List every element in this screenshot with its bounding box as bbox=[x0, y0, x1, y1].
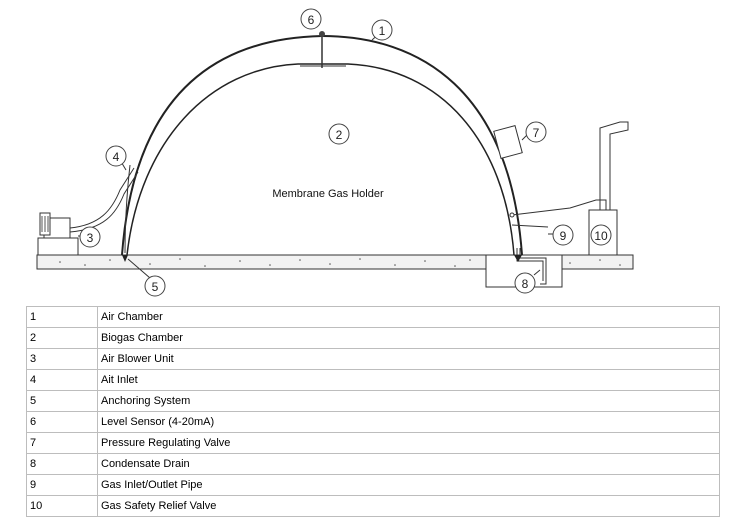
callout-number: 3 bbox=[87, 231, 94, 245]
callout-circle bbox=[79, 226, 101, 248]
legend-label: Condensate Drain bbox=[97, 453, 720, 475]
callout-number: 2 bbox=[336, 128, 343, 142]
callout-5: 5 bbox=[144, 275, 166, 297]
legend-label: Pressure Regulating Valve bbox=[97, 432, 720, 454]
gas-pipe-lower bbox=[511, 224, 549, 228]
callout-4: 4 bbox=[105, 145, 127, 167]
callout-circle bbox=[144, 275, 166, 297]
slab-texture bbox=[59, 258, 621, 267]
callout-number: 9 bbox=[560, 229, 567, 243]
callout-10: 10 bbox=[590, 224, 612, 246]
callout-number: 1 bbox=[379, 24, 386, 38]
legend-number: 2 bbox=[26, 327, 98, 349]
callout-circle bbox=[300, 8, 322, 30]
callout-circle bbox=[525, 121, 547, 143]
callout-3: 3 bbox=[79, 226, 101, 248]
outer-membrane bbox=[121, 34, 523, 256]
anchor-right bbox=[514, 255, 522, 262]
drain-pipe bbox=[519, 248, 547, 285]
legend-label: Air Chamber bbox=[97, 306, 720, 328]
legend-number: 9 bbox=[26, 474, 98, 496]
membrane-gas-holder-diagram: Membrane Gas Holder 6 1 2 7 4 3 5 9 10 8 bbox=[36, 8, 634, 297]
callout-number: 7 bbox=[533, 126, 540, 140]
legend-label: Biogas Chamber bbox=[97, 327, 720, 349]
gas-pipe-end bbox=[509, 212, 515, 218]
legend-label: Air Blower Unit bbox=[97, 348, 720, 370]
callout-number: 8 bbox=[522, 277, 529, 291]
legend-label: Ait Inlet bbox=[97, 369, 720, 391]
center-label: Membrane Gas Holder bbox=[272, 188, 384, 200]
air-inlet-pipe bbox=[124, 164, 131, 254]
callout-number: 10 bbox=[594, 229, 608, 243]
leader-5 bbox=[127, 258, 151, 279]
legend-number: 6 bbox=[26, 411, 98, 433]
callout-circle bbox=[328, 123, 350, 145]
legend-number: 1 bbox=[26, 306, 98, 328]
concrete-slab bbox=[36, 254, 634, 270]
legend-label: Gas Safety Relief Valve bbox=[97, 495, 720, 517]
level-sensor-head bbox=[319, 31, 325, 37]
callout-1: 1 bbox=[371, 19, 393, 41]
callout-circle bbox=[105, 145, 127, 167]
legend-number: 10 bbox=[26, 495, 98, 517]
pressure-valve-box bbox=[493, 125, 523, 159]
legend-number: 4 bbox=[26, 369, 98, 391]
callout-circle bbox=[552, 224, 574, 246]
legend-label: Anchoring System bbox=[97, 390, 720, 412]
callout-9: 9 bbox=[552, 224, 574, 246]
drain-pipe-inner bbox=[516, 248, 544, 281]
air-blower-unit bbox=[37, 167, 139, 256]
leader-8 bbox=[533, 269, 541, 276]
callout-number: 5 bbox=[152, 280, 159, 294]
callout-8: 8 bbox=[514, 272, 536, 294]
anchor-left bbox=[122, 255, 128, 262]
callout-6: 6 bbox=[300, 8, 322, 30]
legend-number: 5 bbox=[26, 390, 98, 412]
legend-number: 8 bbox=[26, 453, 98, 475]
callout-circle bbox=[371, 19, 393, 41]
callout-2: 2 bbox=[328, 123, 350, 145]
gas-pipe-upper bbox=[511, 199, 607, 216]
legend-label: Gas Inlet/Outlet Pipe bbox=[97, 474, 720, 496]
callout-number: 6 bbox=[308, 13, 315, 27]
callout-number: 4 bbox=[113, 150, 120, 164]
inner-membrane bbox=[126, 63, 515, 256]
legend-number: 3 bbox=[26, 348, 98, 370]
legend-number: 7 bbox=[26, 432, 98, 454]
callout-circle bbox=[590, 224, 612, 246]
callout-circle bbox=[514, 272, 536, 294]
callouts: 6 1 2 7 4 3 5 9 10 8 bbox=[79, 8, 612, 297]
legend-label: Level Sensor (4-20mA) bbox=[97, 411, 720, 433]
callout-7: 7 bbox=[525, 121, 547, 143]
